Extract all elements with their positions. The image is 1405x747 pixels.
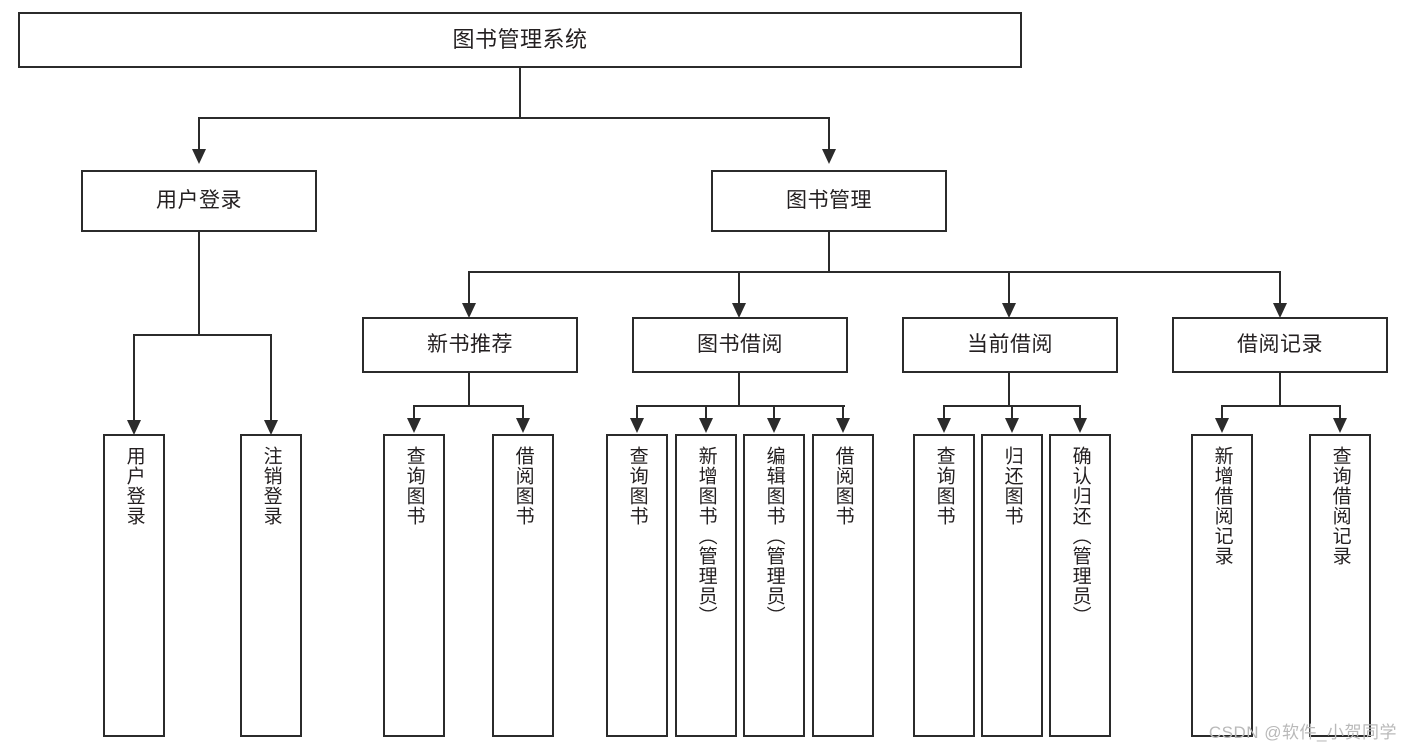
connector-book-manage-trunk (828, 232, 830, 272)
connector-root-to-book-manage (828, 117, 830, 149)
connector-book-borrow-leaf1 (636, 405, 638, 420)
node-label: 借阅图书 (512, 446, 534, 526)
arrow-book-manage-to-book-borrow (732, 303, 746, 318)
node-label: 查询图书 (933, 446, 955, 526)
arrow-book-borrow-leaf1 (630, 418, 644, 433)
arrow-current-borrow-leaf1 (937, 418, 951, 433)
connector-book-manage-to-new-book (468, 271, 470, 303)
node-current-borrowing[interactable]: 当前借阅 (902, 317, 1118, 373)
node-borrowing-records[interactable]: 借阅记录 (1172, 317, 1388, 373)
node-leaf-query-book-a[interactable]: 查询图书 (383, 434, 445, 737)
connector-book-manage-to-current-borrow (1008, 271, 1010, 303)
connector-new-book-trunk (468, 373, 470, 407)
node-leaf-query-record[interactable]: 查询借阅记录 (1309, 434, 1371, 737)
arrow-book-manage-to-new-book (462, 303, 476, 318)
node-label: 用户登录 (156, 188, 242, 212)
node-label: 注销登录 (260, 446, 282, 526)
node-label: 查询借阅记录 (1329, 446, 1351, 566)
node-label: 编辑图书（管理员） (763, 446, 785, 626)
node-user-login[interactable]: 用户登录 (81, 170, 317, 232)
connector-current-borrow-leaf3 (1079, 405, 1081, 420)
connector-current-borrow-leaf1 (943, 405, 945, 420)
node-leaf-borrow-book-b[interactable]: 借阅图书 (812, 434, 874, 737)
arrow-root-to-book-manage (822, 149, 836, 164)
node-label: 借阅记录 (1237, 332, 1323, 356)
connector-user-login-trunk (198, 232, 200, 335)
arrow-current-borrow-leaf2 (1005, 418, 1019, 433)
connector-current-borrow-trunk (1008, 373, 1010, 407)
connector-borrow-record-leaf1 (1221, 405, 1223, 420)
arrow-book-borrow-leaf2 (699, 418, 713, 433)
node-book-borrowing[interactable]: 图书借阅 (632, 317, 848, 373)
connector-new-book-leaf1 (413, 405, 415, 420)
node-leaf-borrow-book-a[interactable]: 借阅图书 (492, 434, 554, 737)
node-label: 图书管理系统 (452, 27, 588, 53)
node-label: 图书借阅 (697, 332, 783, 356)
node-label: 图书管理 (786, 188, 872, 212)
connector-user-login-leaf2 (270, 334, 272, 420)
arrow-root-to-user-login (192, 149, 206, 164)
node-book-management[interactable]: 图书管理 (711, 170, 947, 232)
node-leaf-return-book[interactable]: 归还图书 (981, 434, 1043, 737)
node-leaf-add-record[interactable]: 新增借阅记录 (1191, 434, 1253, 737)
node-label: 查询图书 (626, 446, 648, 526)
connector-user-login-bar (134, 334, 272, 336)
connector-borrow-record-bar (1222, 405, 1341, 407)
arrow-user-login-leaf1 (127, 420, 141, 435)
arrow-book-borrow-leaf3 (767, 418, 781, 433)
connector-book-borrow-bar (637, 405, 845, 407)
node-root-book-management-system[interactable]: 图书管理系统 (18, 12, 1022, 68)
connector-book-manage-to-borrow-record (1279, 271, 1281, 303)
connector-root-to-user-login (198, 117, 200, 149)
arrow-borrow-record-leaf2 (1333, 418, 1347, 433)
arrow-new-book-leaf2 (516, 418, 530, 433)
arrow-current-borrow-leaf3 (1073, 418, 1087, 433)
connector-book-manage-to-book-borrow (738, 271, 740, 303)
connector-user-login-leaf1 (133, 334, 135, 420)
arrow-book-manage-to-current-borrow (1002, 303, 1016, 318)
node-leaf-add-book[interactable]: 新增图书（管理员） (675, 434, 737, 737)
connector-borrow-record-trunk (1279, 373, 1281, 407)
arrow-new-book-leaf1 (407, 418, 421, 433)
node-label: 新增借阅记录 (1211, 446, 1233, 566)
node-leaf-logout[interactable]: 注销登录 (240, 434, 302, 737)
connector-book-borrow-trunk (738, 373, 740, 407)
connector-root-trunk (519, 68, 521, 119)
node-label: 新增图书（管理员） (695, 446, 717, 626)
node-new-book-recommendation[interactable]: 新书推荐 (362, 317, 578, 373)
node-label: 当前借阅 (967, 332, 1053, 356)
node-leaf-query-book-b[interactable]: 查询图书 (606, 434, 668, 737)
connector-new-book-leaf2 (522, 405, 524, 420)
connector-new-book-bar (414, 405, 524, 407)
node-leaf-confirm-return[interactable]: 确认归还（管理员） (1049, 434, 1111, 737)
node-label: 用户登录 (123, 446, 145, 526)
node-label: 归还图书 (1001, 446, 1023, 526)
connector-book-borrow-leaf3 (773, 405, 775, 420)
connector-current-borrow-leaf2 (1011, 405, 1013, 420)
arrow-book-borrow-leaf4 (836, 418, 850, 433)
node-leaf-user-login[interactable]: 用户登录 (103, 434, 165, 737)
arrow-book-manage-to-borrow-record (1273, 303, 1287, 318)
connector-book-borrow-leaf4 (842, 405, 844, 420)
connector-root-bar (199, 117, 830, 119)
node-label: 新书推荐 (427, 332, 513, 356)
connector-borrow-record-leaf2 (1339, 405, 1341, 420)
connector-book-manage-bar (469, 271, 1281, 273)
arrow-borrow-record-leaf1 (1215, 418, 1229, 433)
node-label: 查询图书 (403, 446, 425, 526)
node-leaf-edit-book[interactable]: 编辑图书（管理员） (743, 434, 805, 737)
node-label: 确认归还（管理员） (1069, 446, 1091, 626)
connector-book-borrow-leaf2 (705, 405, 707, 420)
node-leaf-query-book-c[interactable]: 查询图书 (913, 434, 975, 737)
node-label: 借阅图书 (832, 446, 854, 526)
arrow-user-login-leaf2 (264, 420, 278, 435)
